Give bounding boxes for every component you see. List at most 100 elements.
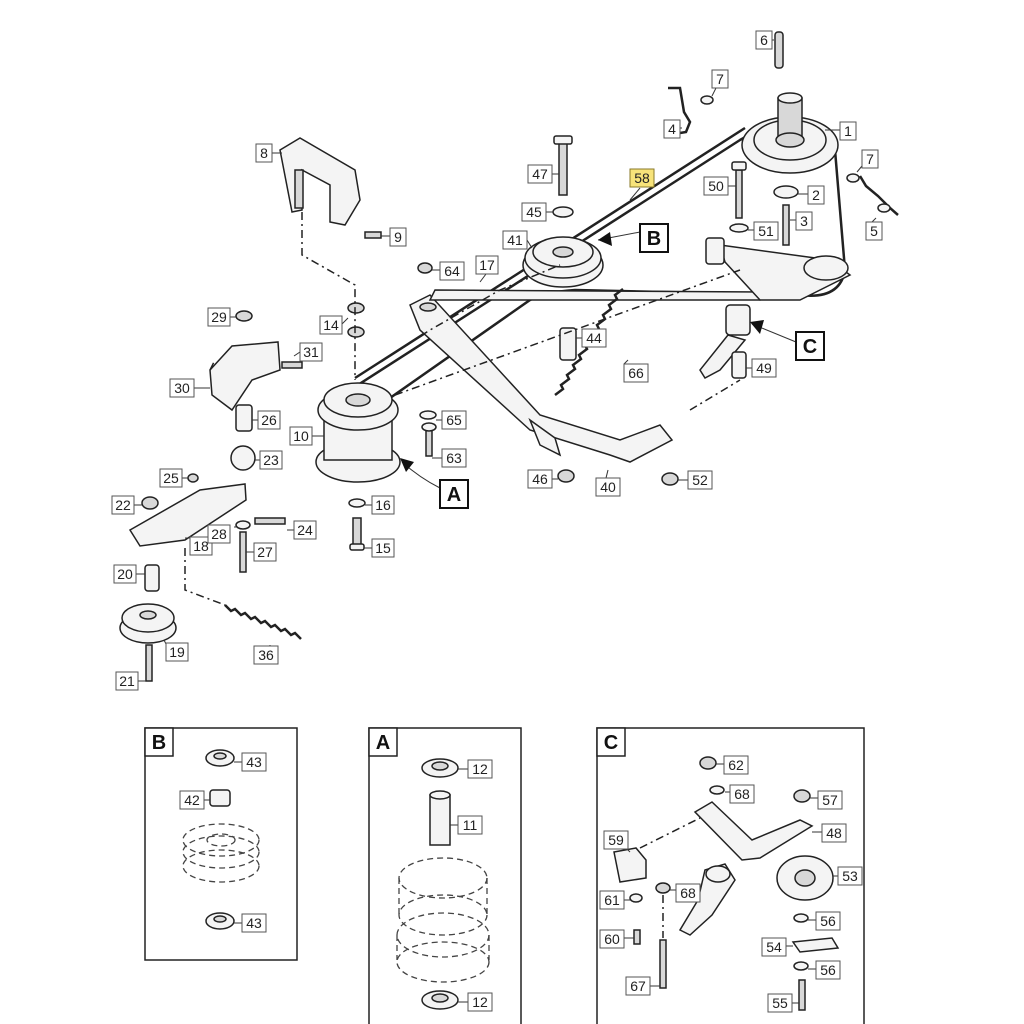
nut xyxy=(235,310,253,322)
svg-text:54: 54 xyxy=(766,939,782,955)
svg-text:12: 12 xyxy=(472,994,488,1010)
svg-text:3: 3 xyxy=(800,213,808,229)
svg-text:45: 45 xyxy=(526,204,542,220)
bracket xyxy=(209,341,281,412)
callout-64: 64 xyxy=(432,261,465,281)
bolt xyxy=(281,361,303,369)
callout-15: 15 xyxy=(364,538,395,558)
callout-8: 8 xyxy=(255,143,282,163)
bolt xyxy=(735,169,743,219)
callout-56b: 56 xyxy=(808,960,841,980)
callout-17: 17 xyxy=(475,255,499,283)
view-marker-a: A xyxy=(400,458,469,509)
svg-text:24: 24 xyxy=(297,522,313,538)
callout-12b: 12 xyxy=(458,992,493,1012)
callout-57: 57 xyxy=(810,790,843,810)
svg-text:C: C xyxy=(803,336,817,358)
svg-text:15: 15 xyxy=(375,540,391,556)
svg-text:57: 57 xyxy=(822,792,838,808)
svg-text:6: 6 xyxy=(760,32,768,48)
svg-text:62: 62 xyxy=(728,757,744,773)
svg-text:9: 9 xyxy=(394,229,402,245)
svg-text:43: 43 xyxy=(246,754,262,770)
svg-text:22: 22 xyxy=(115,497,131,513)
svg-text:46: 46 xyxy=(532,471,548,487)
callout-41: 41 xyxy=(502,230,533,250)
svg-text:4: 4 xyxy=(668,121,676,137)
callout-51: 51 xyxy=(748,221,779,241)
callout-55: 55 xyxy=(767,993,799,1013)
callout-44: 44 xyxy=(576,328,607,348)
callout-66: 66 xyxy=(623,359,649,383)
bracket-c xyxy=(699,237,852,379)
callout-9: 9 xyxy=(381,227,407,247)
callout-52: 52 xyxy=(678,470,713,490)
svg-text:A: A xyxy=(376,732,390,754)
washer xyxy=(793,961,809,971)
bolt xyxy=(425,429,433,457)
assembly-line xyxy=(209,359,216,371)
svg-text:56: 56 xyxy=(820,913,836,929)
svg-text:61: 61 xyxy=(604,892,620,908)
svg-text:53: 53 xyxy=(842,868,858,884)
callout-68a: 68 xyxy=(725,784,755,804)
callout-7b: 7 xyxy=(856,149,879,173)
callout-12a: 12 xyxy=(458,759,493,779)
callout-53: 53 xyxy=(833,866,863,886)
clip xyxy=(858,175,899,216)
idler-pulley xyxy=(776,855,834,901)
callout-7a: 7 xyxy=(711,69,729,97)
svg-text:67: 67 xyxy=(630,978,646,994)
spacer xyxy=(347,302,365,314)
bushing xyxy=(235,404,253,432)
svg-text:68: 68 xyxy=(734,786,750,802)
svg-text:16: 16 xyxy=(375,497,391,513)
callout-25: 25 xyxy=(159,468,188,488)
callout-31: 31 xyxy=(293,342,323,362)
callout-46: 46 xyxy=(527,469,558,489)
svg-text:31: 31 xyxy=(303,344,319,360)
washer xyxy=(348,498,366,508)
washer xyxy=(629,893,643,903)
svg-text:63: 63 xyxy=(446,450,462,466)
callout-47: 47 xyxy=(527,164,559,184)
svg-text:42: 42 xyxy=(184,792,200,808)
svg-text:10: 10 xyxy=(293,428,309,444)
callout-4: 4 xyxy=(663,119,682,139)
callout-2: 2 xyxy=(798,185,825,205)
view-marker-b: B xyxy=(597,223,669,253)
nut xyxy=(699,756,717,770)
callout-10: 10 xyxy=(289,426,324,446)
svg-text:68: 68 xyxy=(680,885,696,901)
bolt xyxy=(782,204,790,246)
bolt xyxy=(364,231,382,239)
washer xyxy=(793,913,809,923)
callout-6: 6 xyxy=(755,30,774,50)
idler-pulley xyxy=(119,603,177,644)
svg-text:7: 7 xyxy=(866,151,874,167)
callout-56a: 56 xyxy=(808,911,841,931)
svg-text:2: 2 xyxy=(812,187,820,203)
callout-21: 21 xyxy=(115,671,146,691)
svg-text:B: B xyxy=(152,732,166,754)
callout-59: 59 xyxy=(603,830,631,853)
callout-49: 49 xyxy=(746,358,777,378)
callout-30: 30 xyxy=(169,378,210,398)
svg-text:B: B xyxy=(647,228,661,250)
ghost-pulley xyxy=(182,823,260,883)
svg-text:11: 11 xyxy=(463,817,478,833)
svg-text:A: A xyxy=(447,484,461,506)
detail-view-c: C 62 68 57 48 59 53 68 61 56 60 54 56 xyxy=(596,727,865,1024)
nut xyxy=(793,789,811,803)
main-assembly-drawing: 1 2 3 4 5 6 7 7 8 9 10 14 15 16 17 18 19… xyxy=(111,30,899,691)
callout-50: 50 xyxy=(703,176,736,196)
svg-text:18: 18 xyxy=(193,538,209,554)
tension-arm xyxy=(128,483,247,547)
bushing xyxy=(144,564,160,592)
svg-text:36: 36 xyxy=(258,647,274,663)
svg-text:14: 14 xyxy=(323,317,339,333)
callout-67: 67 xyxy=(625,976,660,996)
assembly-line xyxy=(184,548,226,606)
callout-27: 27 xyxy=(246,542,277,562)
